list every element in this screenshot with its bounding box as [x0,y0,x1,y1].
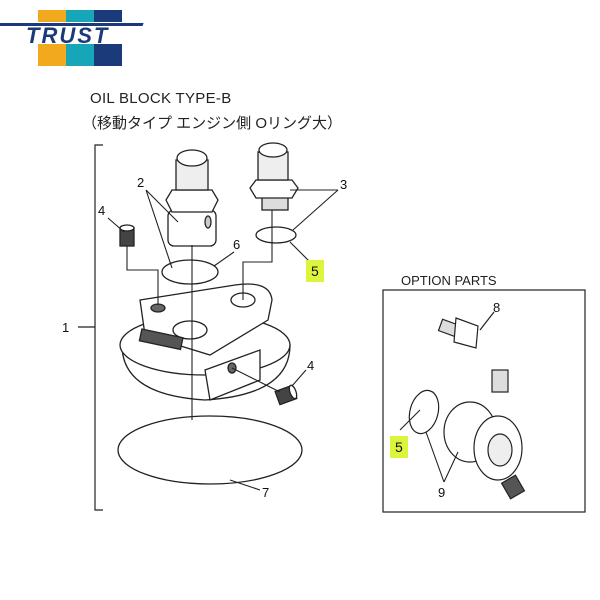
callout-3: 3 [340,177,348,192]
plug-side [274,384,298,406]
assembly-bracket [78,144,103,511]
swivel-fitting [443,369,526,500]
option-callout-9: 9 [438,485,446,500]
callout-4-side: 4 [307,358,315,373]
callout-6: 6 [233,237,241,252]
adapter-fitting [437,311,495,349]
option-parts-title: OPTION PARTS [401,273,497,288]
page-subtitle: （移動タイプ エンジン側 Oリング大） [82,115,343,132]
oring-center [161,259,219,285]
callout-2: 2 [137,175,145,190]
option-oring [408,389,440,435]
callout-1: 1 [62,320,70,335]
banjo-fitting [165,149,219,247]
plug-top [119,224,135,247]
straight-fitting [249,142,299,211]
page-title: OIL BLOCK TYPE-B [90,90,232,107]
callout-5-highlight: 5 [306,260,324,282]
trust-logo: TRUST [0,10,144,66]
option-parts-box [382,289,586,513]
callout-4-top: 4 [98,203,106,218]
option-callout-5-highlight: 5 [390,436,408,458]
svg-text:TRUST: TRUST [26,23,109,48]
oring-large [117,415,303,485]
callout-7: 7 [262,485,270,500]
leader-lines [107,189,339,491]
option-callout-8: 8 [493,300,501,315]
oring-small [255,226,297,244]
oil-block [119,283,291,401]
